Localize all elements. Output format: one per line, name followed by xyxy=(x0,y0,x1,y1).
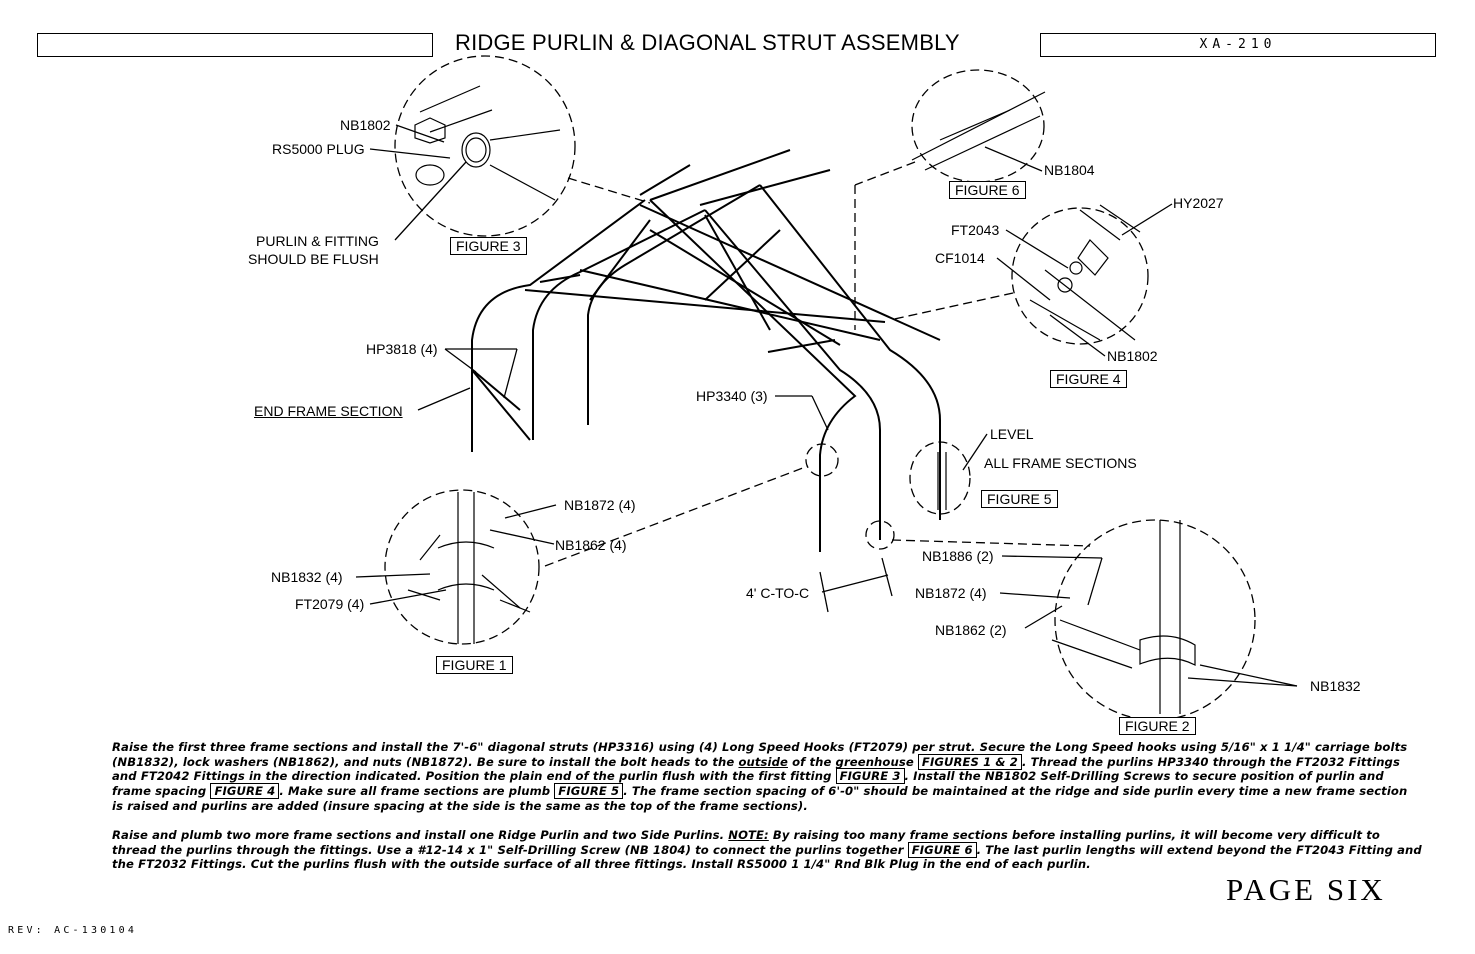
figure-4-tag: FIGURE 4 xyxy=(1050,370,1127,388)
dimension-4ft xyxy=(819,557,893,613)
figure-2-tag: FIGURE 2 xyxy=(1119,717,1196,735)
frame-arches xyxy=(471,149,941,552)
label-fig2-nb1872: NB1872 (4) xyxy=(915,585,987,601)
label-level: LEVEL xyxy=(990,426,1034,442)
label-hp3818: HP3818 (4) xyxy=(366,341,438,357)
label-fig2-nb1862: NB1862 (2) xyxy=(935,622,1007,638)
label-fig1-ft2079: FT2079 (4) xyxy=(295,596,365,612)
page-number: PAGE SIX xyxy=(1226,872,1386,907)
figure4-detail xyxy=(1029,204,1141,341)
label-hp3340: HP3340 (3) xyxy=(696,388,768,404)
figure-3-tag: FIGURE 3 xyxy=(450,237,527,255)
ref-figure-5: FIGURE 5 xyxy=(554,783,624,800)
ref-figure-6: FIGURE 6 xyxy=(907,841,977,858)
figure3-detail xyxy=(414,85,561,201)
ref-figure-3: FIGURE 3 xyxy=(835,768,905,785)
figure-6-tag: FIGURE 6 xyxy=(949,181,1026,199)
label-4ft-c-to-c: 4' C-TO-C xyxy=(746,585,810,601)
page-title: RIDGE PURLIN & DIAGONAL STRUT ASSEMBLY xyxy=(455,30,960,55)
figure1-detail xyxy=(407,492,531,644)
label-end-frame-section: END FRAME SECTION xyxy=(254,403,403,419)
label-fig4-nb1802: NB1802 xyxy=(1107,348,1158,364)
label-fig4-hy2027: HY2027 xyxy=(1173,195,1224,211)
label-purlin-note-2: SHOULD BE FLUSH xyxy=(248,251,379,267)
label-fig1-nb1862: NB1862 (4) xyxy=(555,537,627,553)
figure-5-tag: FIGURE 5 xyxy=(981,490,1058,508)
instructions-paragraph-2: Raise and plumb two more frame sections … xyxy=(112,828,1422,872)
instructions-paragraph-1: Raise the first three frame sections and… xyxy=(112,740,1408,813)
label-all-frame-sections: ALL FRAME SECTIONS xyxy=(984,455,1137,471)
label-fig1-nb1872: NB1872 (4) xyxy=(564,497,636,513)
label-fig2-nb1886: NB1886 (2) xyxy=(922,548,994,564)
label-fig3-rs5000-plug: RS5000 PLUG xyxy=(272,141,365,157)
figure-1-tag: FIGURE 1 xyxy=(436,656,513,674)
label-fig3-nb1802: NB1802 xyxy=(340,117,391,133)
ref-figure-4: FIGURE 4 xyxy=(210,783,280,800)
label-fig1-nb1832: NB1832 (4) xyxy=(271,569,343,585)
revision-code: REV: AC-130104 xyxy=(8,925,138,936)
label-fig2-nb1832: NB1832 xyxy=(1310,678,1361,694)
label-fig4-cf1014: CF1014 xyxy=(935,250,985,266)
label-fig4-ft2043: FT2043 xyxy=(951,222,1000,238)
label-fig6-nb1804: NB1804 xyxy=(1044,162,1095,178)
ref-figures-1-2: FIGURES 1 & 2 xyxy=(917,753,1022,770)
label-leaders xyxy=(355,124,1298,687)
detail-circles xyxy=(384,55,1256,721)
label-purlin-note-1: PURLIN & FITTING xyxy=(256,233,379,249)
document-number: XA-210 xyxy=(1040,33,1436,57)
header-left-box xyxy=(37,33,433,57)
figure2-detail xyxy=(1051,520,1196,714)
figure6-detail xyxy=(911,91,1046,171)
figure5-detail xyxy=(937,452,947,510)
